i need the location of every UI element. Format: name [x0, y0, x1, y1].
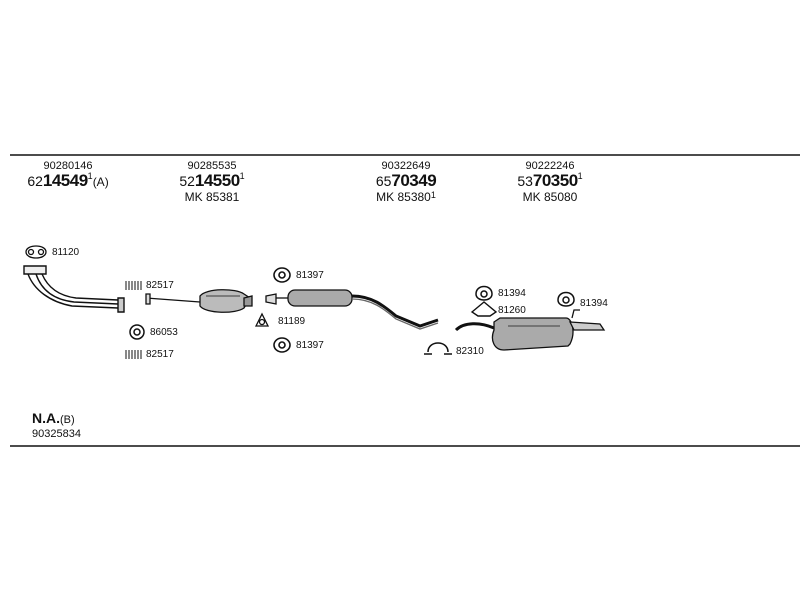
ref-code: 90285535 — [187, 160, 237, 172]
ring-86053-icon — [129, 324, 145, 340]
label-82310: 82310 — [456, 346, 484, 357]
label-81120: 81120 — [52, 247, 80, 258]
footer-title: N.A. — [32, 410, 60, 426]
ref-code: 90280146 — [43, 160, 93, 172]
rubber-81394a-icon — [475, 285, 493, 301]
part-number: 62145491(A) — [27, 171, 109, 191]
catalytic-converter — [145, 289, 253, 313]
mk-code: MK 85080 — [522, 189, 578, 204]
clamp-81397a-icon — [273, 267, 291, 283]
header-col-2: 90285535 52145501 MK 85381 — [162, 160, 262, 204]
gasket-81189-icon — [254, 312, 270, 327]
part-number: 6570349 — [375, 171, 437, 191]
middle-silencer — [265, 289, 439, 330]
label-81260: 81260 — [498, 305, 526, 316]
footer-note: N.A.(B) 90325834 — [32, 410, 81, 441]
spring-82517a-icon — [125, 281, 142, 290]
clamp-82310-icon — [424, 342, 452, 355]
label-82517a: 82517 — [146, 280, 174, 291]
label-82517b: 82517 — [146, 349, 174, 360]
label-81394b: 81394 — [580, 298, 608, 309]
part-number: 52145501 — [179, 171, 245, 191]
label-81394a: 81394 — [498, 288, 526, 299]
footer-suffix: (B) — [60, 414, 75, 426]
part-number: 53703501 — [517, 171, 583, 191]
header-col-1: 90280146 62145491(A) — [18, 160, 118, 191]
header-col-3: 90322649 6570349 MK 853801 — [356, 160, 456, 204]
footer-code: 90325834 — [32, 428, 81, 441]
label-86053: 86053 — [150, 327, 178, 338]
rubber-81260-icon — [470, 301, 498, 317]
rear-silencer — [454, 309, 606, 351]
rubber-81394b-icon — [557, 291, 575, 307]
mk-code: MK 853801 — [376, 189, 436, 204]
mk-code: MK 85381 — [184, 189, 240, 204]
label-81397a: 81397 — [296, 270, 324, 281]
ref-code: 90322649 — [381, 160, 431, 172]
ref-code: 90222246 — [525, 160, 575, 172]
spring-82517b-icon — [125, 350, 142, 359]
label-81397b: 81397 — [296, 340, 324, 351]
gasket-81120-icon — [25, 245, 47, 259]
clamp-81397b-icon — [273, 337, 291, 353]
label-81189: 81189 — [278, 316, 306, 327]
front-pipe — [23, 265, 125, 313]
header-col-4: 90222246 53703501 MK 85080 — [500, 160, 600, 204]
